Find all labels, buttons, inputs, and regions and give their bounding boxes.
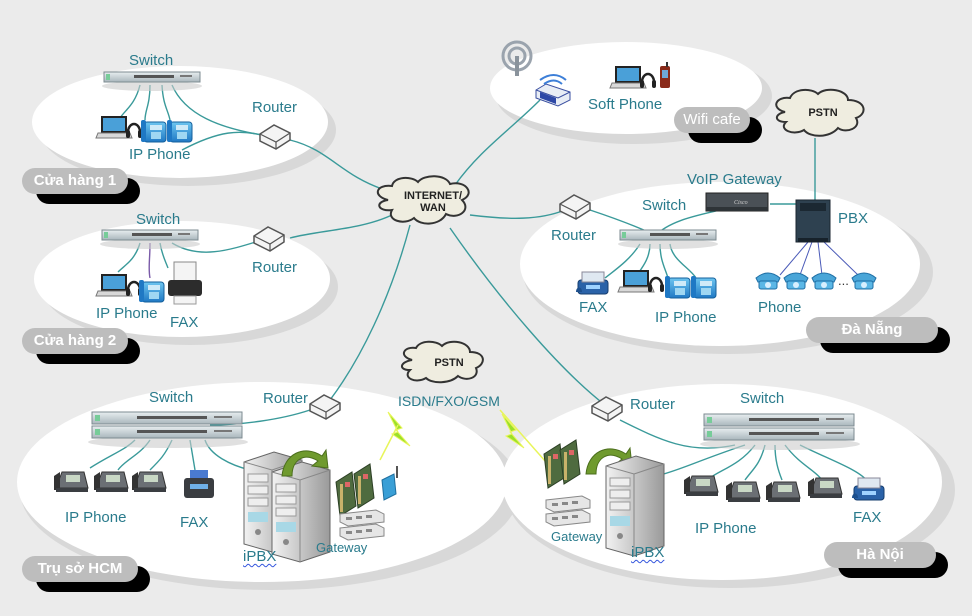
wifi-cafe-badge: Wifi cafe	[674, 107, 762, 143]
store2-ip-phone-label: IP Phone	[96, 305, 158, 322]
link-wan-store2	[289, 214, 393, 239]
voip-gateway-icon: Cisco	[705, 192, 769, 212]
hcm-badge: Trụ sở HCM	[22, 556, 150, 592]
store2-switch-icon	[99, 229, 201, 250]
danang-badge: Đà Nẵng	[806, 317, 950, 353]
link-wan-store1	[289, 139, 386, 191]
store1-switch-label: Switch	[129, 52, 174, 69]
center-pstn-label: PSTN	[434, 357, 464, 369]
link-wan-hanoi	[449, 227, 606, 406]
internet-wan-label: INTERNET/ WAN	[400, 190, 466, 214]
hanoi-ip-phone-icon	[807, 477, 843, 499]
hanoi-router-label: Router	[630, 396, 676, 413]
hcm-switch-label: Switch	[149, 389, 194, 406]
pstn-cloud-center	[401, 340, 484, 384]
isdn-fxo-gsm-label: ISDN/FXO/GSM	[398, 393, 500, 409]
danang-ip-phone-label: IP Phone	[655, 309, 717, 326]
pbx-label: PBX	[838, 210, 869, 227]
hcm-gateway-label: Gateway	[316, 540, 368, 555]
store2-fax-label: FAX	[170, 314, 199, 331]
pbx-phone-links	[779, 241, 859, 276]
voip-gateway-label: VoIP Gateway	[687, 171, 782, 188]
hcm-switch-icon	[87, 411, 249, 449]
hanoi-ipbx-label: iPBX	[631, 544, 665, 561]
store1-switch-icon	[101, 71, 203, 92]
hcm-ip-phone-label: IP Phone	[65, 509, 127, 526]
hanoi-switch-label: Switch	[740, 390, 785, 407]
hcm-ip-phone-icon	[131, 471, 167, 493]
store2-badge-label: Cửa hàng 2	[22, 328, 128, 354]
wireless-link-hanoi	[499, 409, 547, 463]
wireless-link-hcm	[379, 424, 399, 461]
danang-switch-icon	[617, 229, 719, 250]
danang-phone-ellipsis: ...	[838, 273, 849, 288]
store2-fax-icon	[168, 261, 202, 305]
danang-phone-icon	[783, 272, 809, 290]
danang-pstn-label: PSTN	[808, 107, 838, 119]
hanoi-ip-phone-icon	[725, 481, 761, 503]
pstn-cloud-danang	[775, 88, 865, 137]
hcm-ipbx-label: iPBX	[243, 548, 277, 565]
hanoi-ip-phone-icon	[683, 475, 719, 497]
store1-router-label: Router	[252, 99, 298, 116]
danang-ip-phone-icon	[690, 275, 717, 299]
hanoi-fax-label: FAX	[853, 509, 882, 526]
svg-text:Cisco: Cisco	[734, 200, 748, 206]
danang-ip-phone-icon	[664, 275, 691, 299]
store1-badge: Cửa hàng 1	[22, 168, 140, 204]
hcm-badge-label: Trụ sở HCM	[22, 556, 138, 582]
danang-router-label: Router	[551, 227, 597, 244]
link-wan-wifi	[454, 99, 541, 186]
wifi-router-icon	[535, 74, 571, 107]
hcm-fax-icon	[184, 470, 214, 498]
link-wan-hcm	[329, 224, 411, 401]
store1-ip-phone-label: IP Phone	[129, 146, 191, 163]
hcm-ip-phone-icon	[53, 471, 89, 493]
hcm-fax-label: FAX	[180, 514, 209, 531]
hanoi-gateway-label: Gateway	[551, 529, 603, 544]
hcm-router-label: Router	[263, 390, 309, 407]
hanoi-badge: Hà Nội	[824, 542, 948, 578]
link-wan-danang	[469, 209, 566, 219]
hcm-ip-phone-icon	[93, 471, 129, 493]
hanoi-ip-phone-icon	[765, 481, 801, 503]
danang-phone-icon	[755, 272, 781, 290]
mobile-phone-icon	[660, 62, 670, 88]
hanoi-ipbx-server-icon	[605, 455, 665, 557]
internet-label-line2: WAN	[420, 202, 446, 214]
danang-phone-label: Phone	[758, 299, 802, 316]
danang-phone-icon	[851, 272, 877, 290]
danang-fax-label: FAX	[579, 299, 608, 316]
hcm-wireless-modem-icon	[381, 466, 398, 501]
internet-wan-cloud	[377, 175, 470, 225]
internet-label-line1: INTERNET/	[403, 190, 463, 202]
store2-ip-phone-icon	[138, 279, 165, 303]
store1-badge-label: Cửa hàng 1	[22, 168, 128, 194]
store2-badge: Cửa hàng 2	[22, 328, 140, 364]
store1-ip-phone-icon	[140, 119, 167, 143]
wifi-antenna-icon	[501, 40, 533, 76]
danang-phone-icon	[811, 272, 837, 290]
danang-badge-label: Đà Nẵng	[806, 317, 938, 343]
hanoi-badge-label: Hà Nội	[824, 542, 936, 568]
soft-phone-label: Soft Phone	[588, 96, 663, 113]
store2-switch-label: Switch	[136, 211, 181, 228]
hanoi-switch-icon	[699, 413, 861, 451]
pbx-icon	[795, 199, 831, 243]
store1-ip-phone-icon	[166, 119, 193, 143]
danang-switch-label: Switch	[642, 197, 687, 214]
store2-router-label: Router	[252, 259, 298, 276]
hanoi-ip-phone-label: IP Phone	[695, 520, 757, 537]
wifi-cafe-badge-label: Wifi cafe	[674, 107, 750, 133]
